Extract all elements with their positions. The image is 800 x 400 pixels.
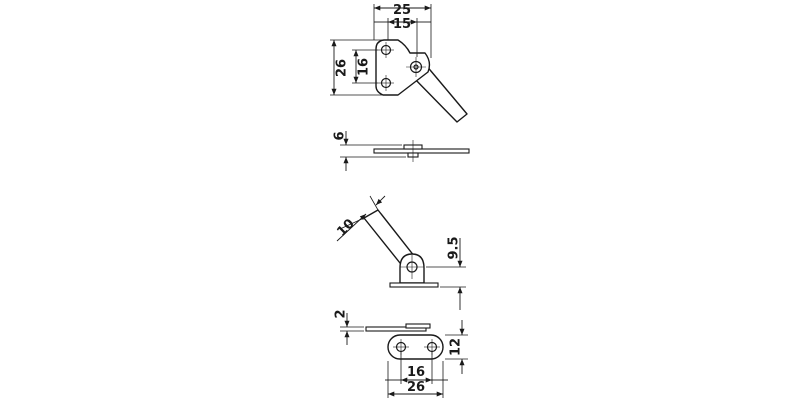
elevation-base-plate [389,282,439,288]
dim-25-label: 25 [393,3,411,18]
dim-10-label: 10 [334,216,357,239]
view-base-plan: 2 12 16 26 [334,309,468,398]
dim-2-label: 2 [334,309,349,318]
dim-6-label: 6 [333,131,348,140]
dim-15-label: 15 [393,17,411,32]
base-view-rivet [405,323,431,329]
flat-arm [373,148,470,154]
dim-12-label: 12 [449,338,464,356]
view-top-plan: 25 15 26 16 [330,3,468,123]
view-elevation: 10 9.5 [334,195,466,310]
dim-26-horizontal-label: 26 [407,380,425,395]
dim-26-vertical-label: 26 [335,59,350,77]
base-view-arm [365,326,427,332]
dim-9-5-label: 9.5 [447,236,462,259]
view-side-flat: 6 [333,131,470,171]
dim-16-horizontal-label: 16 [407,365,425,380]
obround-base-plate [387,334,444,360]
dim-16-vertical-label: 16 [357,58,372,76]
